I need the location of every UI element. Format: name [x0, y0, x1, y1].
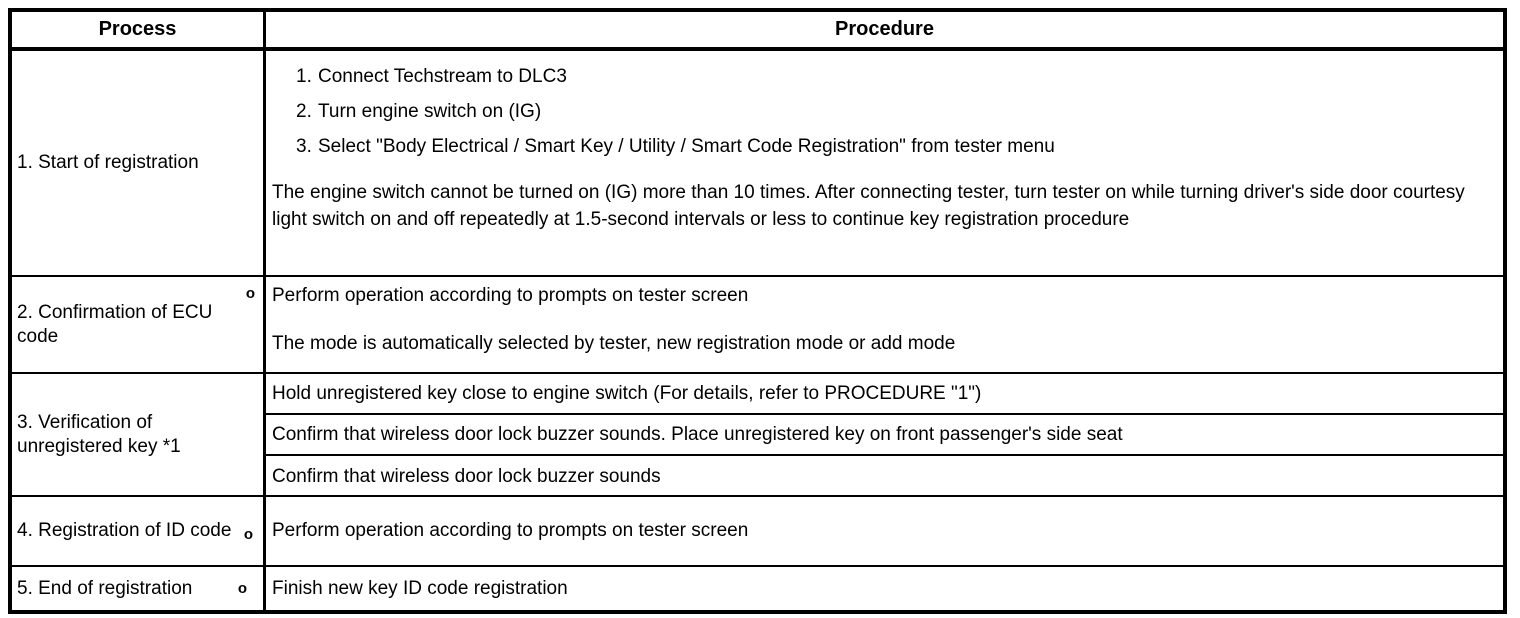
blank-line — [272, 308, 1493, 332]
procedure-line: Hold unregistered key close to engine sw… — [272, 382, 982, 404]
procedure-line: Finish new key ID code registration — [272, 577, 568, 599]
engine-switch-note: The engine switch cannot be turned on (I… — [272, 182, 1465, 230]
process-label-5: 5. End of registration — [17, 577, 193, 599]
procedure-line: Confirm that wireless door lock buzzer s… — [272, 465, 661, 487]
process-cell-2: 2. Confirmation of ECU code o — [12, 277, 266, 372]
table-row-registration-of-id-code: 4. Registration of ID code o Perform ope… — [12, 497, 1503, 567]
process-cell-1: 1. Start of registration — [12, 51, 266, 275]
procedure-cell-5: Finish new key ID code registration — [266, 567, 1503, 610]
step-number: 1. — [296, 66, 312, 87]
header-procedure: Procedure — [835, 18, 934, 40]
step-number: 3. — [296, 136, 312, 157]
circle-marker: o — [237, 579, 247, 597]
step-text: Turn engine switch on (IG) — [318, 101, 542, 122]
step-item-2: 2. Turn engine switch on (IG) — [296, 98, 1493, 125]
procedure-table: Process Procedure 1. Start of registrati… — [8, 8, 1507, 614]
step-text: Select "Body Electrical / Smart Key / Ut… — [318, 136, 1055, 157]
procedure-subrows: Hold unregistered key close to engine sw… — [266, 374, 1503, 497]
procedure-subrow-3: Confirm that wireless door lock buzzer s… — [266, 456, 1503, 497]
procedure-line: Perform operation according to prompts o… — [272, 285, 749, 306]
step-number: 2. — [296, 101, 312, 122]
circle-marker: o — [245, 285, 255, 302]
step-text: Connect Techstream to DLC3 — [318, 66, 567, 87]
step-list: 1. Connect Techstream to DLC3 2. Turn en… — [296, 63, 1493, 160]
process-cell-5: 5. End of registration o — [12, 567, 266, 610]
procedure-line: The mode is automatically selected by te… — [272, 333, 956, 354]
process-cell-4: 4. Registration of ID code o — [12, 497, 266, 565]
table-row-start-of-registration: 1. Start of registration 1. Connect Tech… — [12, 51, 1503, 277]
circle-marker: o — [243, 526, 253, 543]
procedure-line: Perform operation according to prompts o… — [272, 520, 749, 541]
step-item-3: 3. Select "Body Electrical / Smart Key /… — [296, 133, 1493, 160]
table-row-confirmation-of-ecu-code: 2. Confirmation of ECU code o Perform op… — [12, 277, 1503, 374]
header-process: Process — [12, 12, 266, 47]
procedure-cell-1: 1. Connect Techstream to DLC3 2. Turn en… — [266, 51, 1503, 275]
table-row-verification-of-unregistered-key: 3. Verification of unregistered key *1 H… — [12, 374, 1503, 497]
procedure-content-2: Perform operation according to prompts o… — [266, 277, 1503, 362]
procedure-cell-3: Hold unregistered key close to engine sw… — [266, 374, 1503, 495]
procedure-line: Confirm that wireless door lock buzzer s… — [272, 423, 1123, 445]
process-cell-3: 3. Verification of unregistered key *1 — [12, 374, 266, 495]
step-item-1: 1. Connect Techstream to DLC3 — [296, 63, 1493, 90]
procedure-cell-4: Perform operation according to prompts o… — [266, 497, 1503, 565]
table-header-row: Process Procedure — [12, 12, 1503, 51]
process-label-3: 3. Verification of unregistered key *1 — [17, 411, 181, 457]
procedure-content-1: 1. Connect Techstream to DLC3 2. Turn en… — [266, 51, 1503, 239]
process-label-1: 1. Start of registration — [17, 152, 199, 173]
table-row-end-of-registration: 5. End of registration o Finish new key … — [12, 567, 1503, 610]
procedure-cell-2: Perform operation according to prompts o… — [266, 277, 1503, 372]
procedure-subrow-2: Confirm that wireless door lock buzzer s… — [266, 415, 1503, 456]
process-label-4: 4. Registration of ID code — [17, 520, 232, 541]
procedure-subrow-1: Hold unregistered key close to engine sw… — [266, 374, 1503, 415]
process-label-2: 2. Confirmation of ECU code — [17, 301, 213, 347]
